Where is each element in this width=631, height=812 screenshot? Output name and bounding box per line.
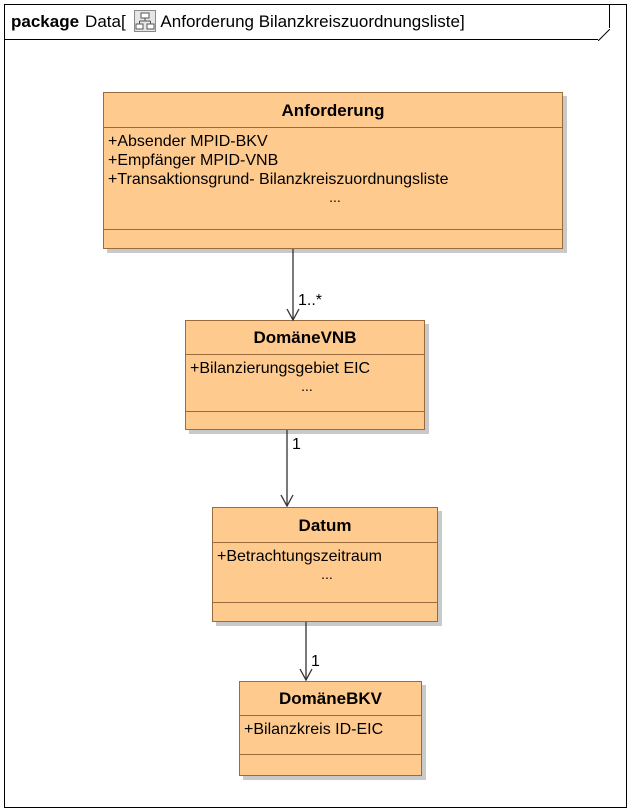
attribute: +Betrachtungszeitraum (217, 548, 382, 565)
class-attributes: +Absender MPID-BKV +Empfänger MPID-VNB +… (104, 128, 562, 230)
class-attributes: +Bilanzkreis ID-EIC (240, 716, 421, 755)
class-anforderung[interactable]: Anforderung +Absender MPID-BKV +Empfänge… (103, 92, 563, 249)
class-diagram-icon (134, 9, 157, 32)
association-datum-domaenebkv (299, 622, 313, 682)
class-name: DomäneVNB (186, 321, 424, 355)
diagram-name: Anforderung Bilanzkreiszuordnungsliste] (160, 12, 465, 31)
class-name: DomäneBKV (240, 682, 421, 716)
package-tab: package Data[ Anforderung Bilanzkreiszuor… (4, 4, 610, 40)
attribute: +Bilanzierungsgebiet EIC (190, 360, 371, 377)
class-name: Datum (213, 508, 437, 543)
package-keyword: package (11, 12, 80, 31)
attribute: +Bilanzkreis ID-EIC (244, 721, 384, 738)
association-anforderung-domaenevnb (286, 249, 300, 322)
class-datum[interactable]: Datum +Betrachtungszeitraum ... (212, 507, 438, 622)
association-domaenevnb-datum (280, 430, 294, 508)
package-tab-corner (597, 28, 611, 42)
multiplicity-label: 1 (292, 436, 301, 453)
multiplicity-label: 1 (311, 653, 320, 670)
class-domaene-bkv[interactable]: DomäneBKV +Bilanzkreis ID-EIC (239, 681, 422, 776)
attribute-ellipsis: ... (321, 566, 333, 582)
class-attributes: +Bilanzierungsgebiet EIC ... (186, 355, 424, 412)
class-attributes: +Betrachtungszeitraum ... (213, 543, 437, 603)
class-domaene-vnb[interactable]: DomäneVNB +Bilanzierungsgebiet EIC ... (185, 320, 425, 430)
class-name: Anforderung (104, 93, 562, 128)
package-name: Data[ (85, 12, 126, 31)
attribute-ellipsis: ... (301, 378, 313, 394)
multiplicity-label: 1..* (298, 292, 323, 309)
attribute-ellipsis: ... (329, 189, 341, 205)
attribute: +Absender MPID-BKV (108, 133, 268, 150)
attribute: +Empfänger MPID-VNB (108, 152, 279, 169)
attribute: +Transaktionsgrund- Bilanzkreiszuordnung… (108, 171, 449, 188)
